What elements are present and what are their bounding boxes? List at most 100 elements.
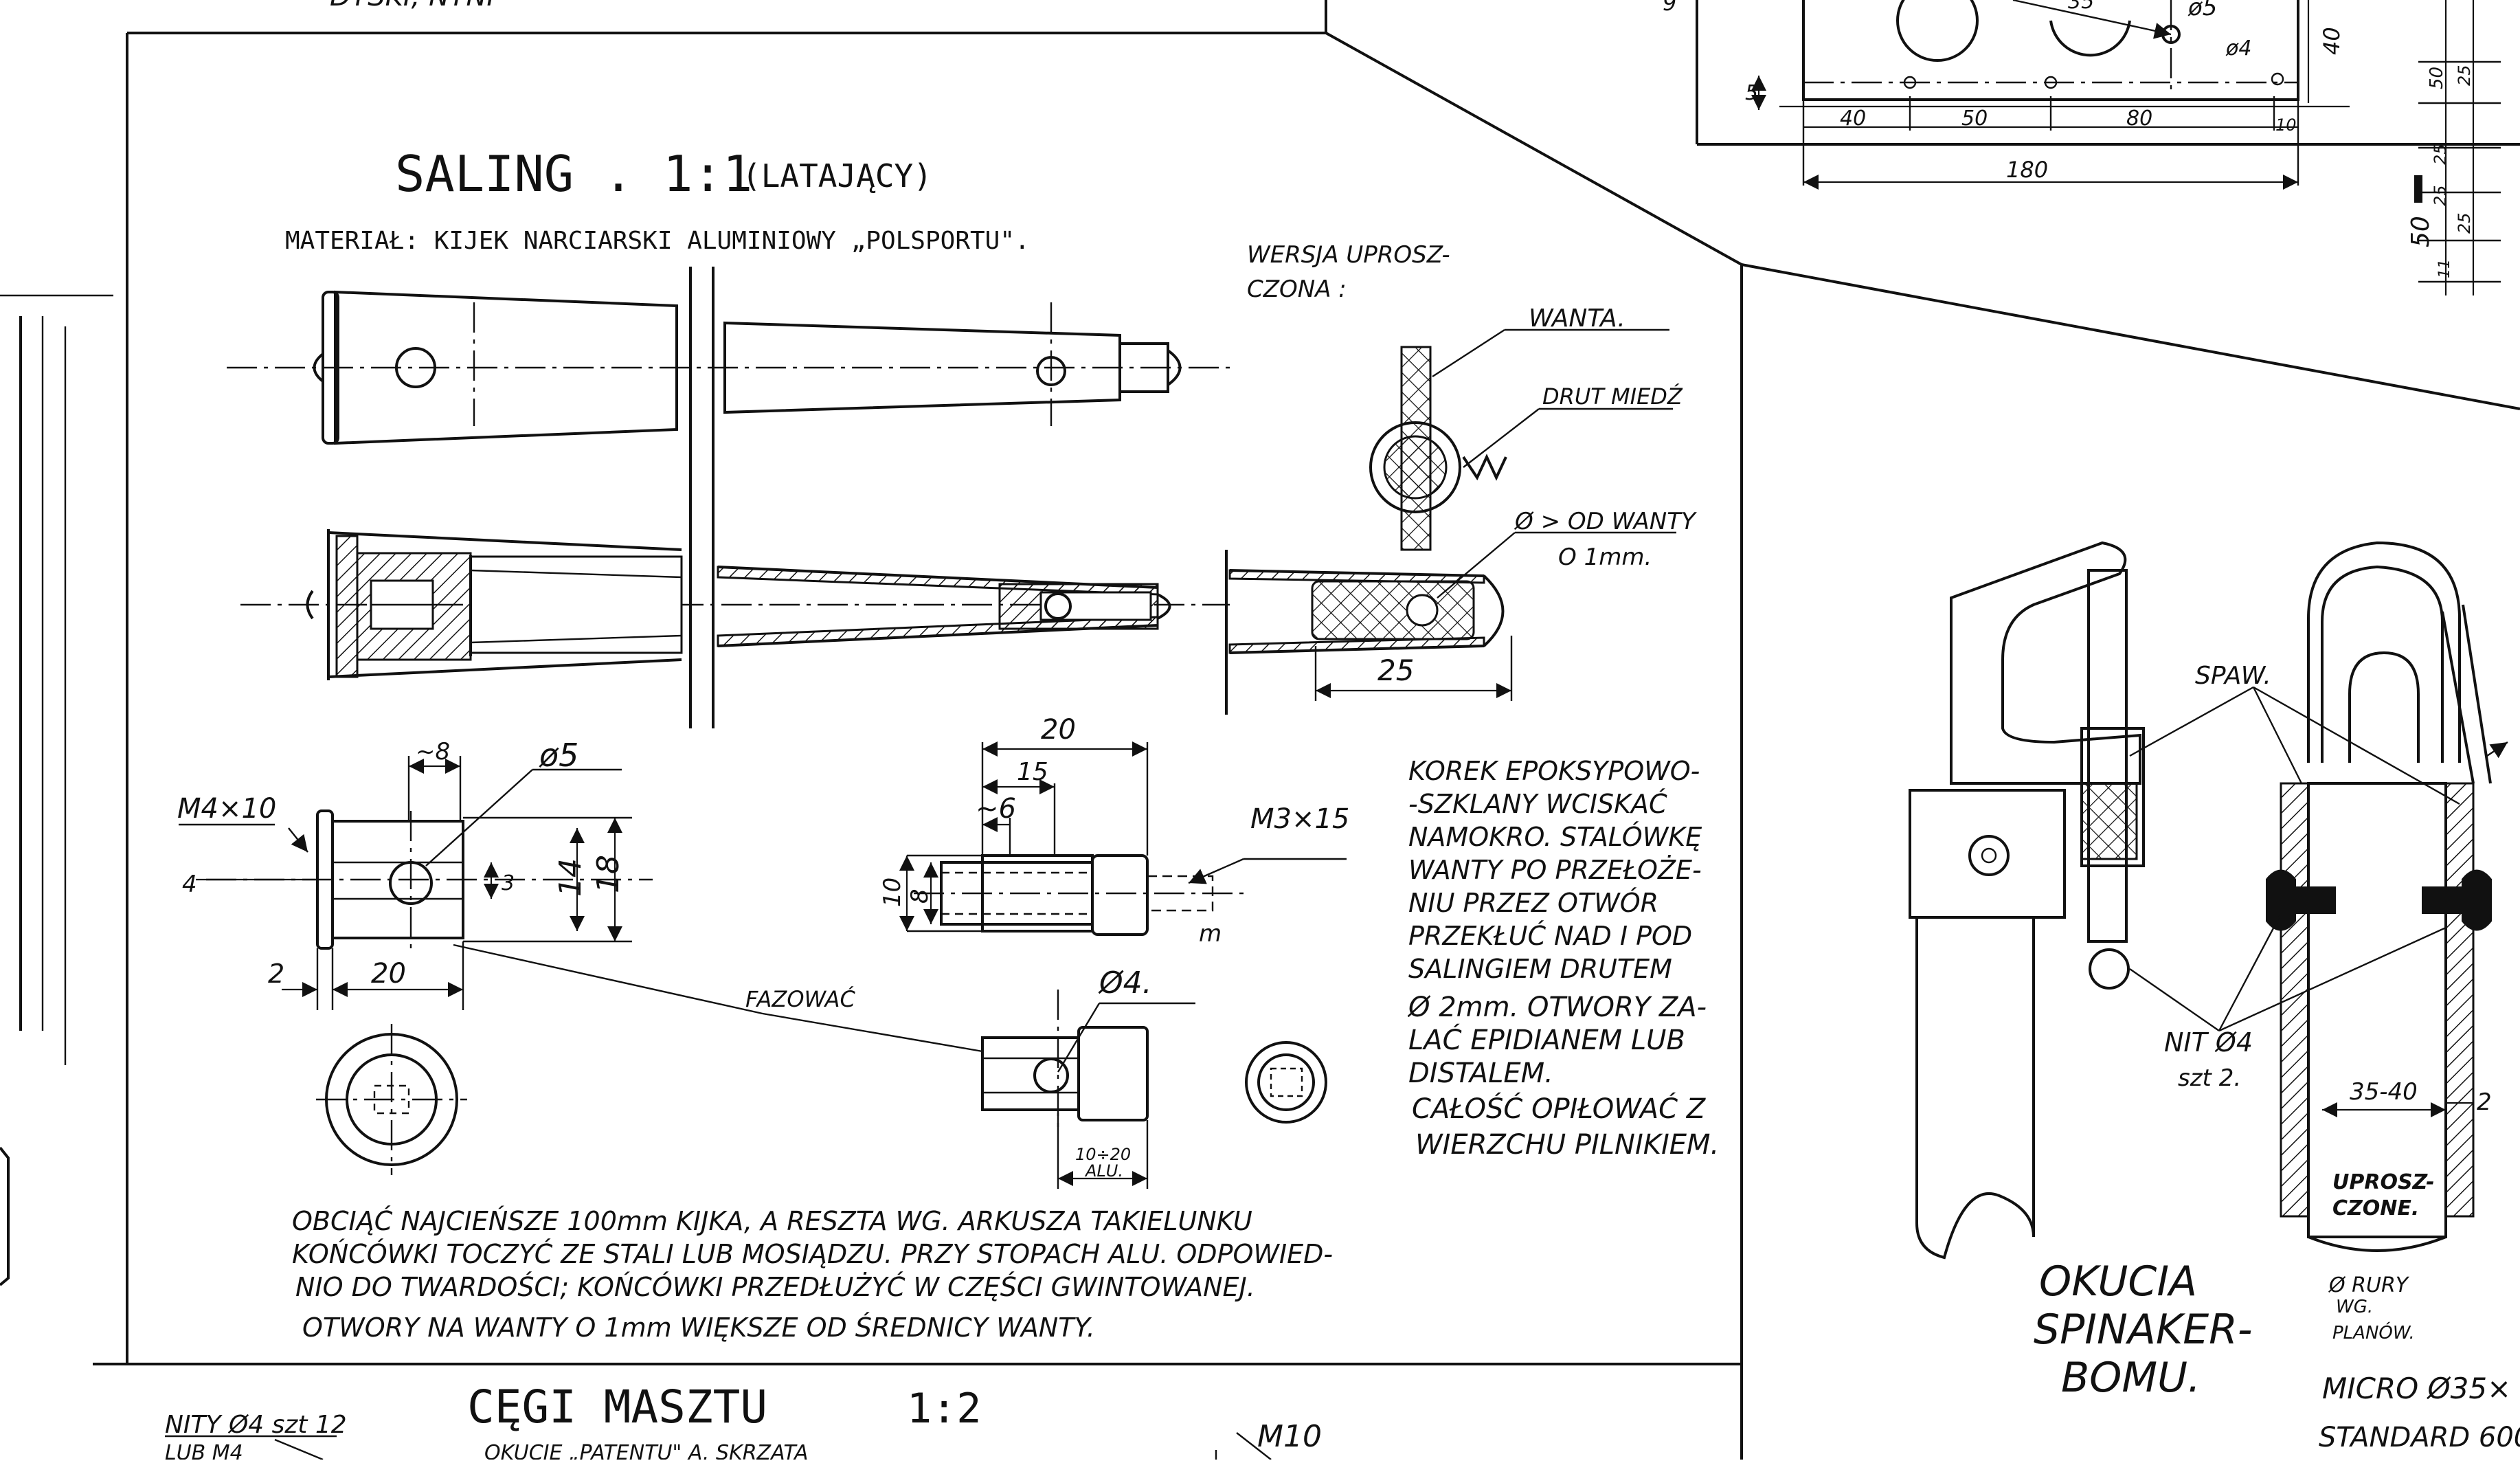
tube-end-detail (179, 756, 983, 1175)
dim-8: ~8 (416, 738, 450, 766)
side-dim-25a: 25 (2431, 144, 2450, 165)
cegi-okucie: OKUCIE „PATENTU" A. SKRZATA (484, 1441, 809, 1460)
note-line: PRZEKŁUĆ NAD I POD (1408, 921, 1692, 951)
m4x10-label: M4×10 (177, 793, 276, 825)
rury-label-line2: WG. (2336, 1297, 2373, 1317)
plug-dim-m: m (1199, 920, 1222, 948)
version-label-line2: CZONA : (1247, 276, 1347, 303)
plug-dim-15: 15 (1017, 758, 1048, 786)
spinaker-title-line1: OKUCIA (2039, 1258, 2197, 1306)
dim-3: 3 (502, 871, 515, 895)
note-line: DISTALEM. (1408, 1058, 1553, 1089)
plate-dim-180: 180 (2006, 157, 2048, 183)
m3x15-label: M3×15 (1250, 803, 1349, 835)
epoxy-note: KOREK EPOKSYPOWO- -SZKLANY WCISKAĆ NAMOK… (1407, 756, 1719, 1161)
spinaker-title-line2: SPINAKER- (2034, 1306, 2253, 1354)
alu-label-line2: ALU. (1084, 1161, 1123, 1181)
plate-dim-40: 40 (1840, 107, 1866, 131)
spinaker-hook-side (1909, 541, 2145, 1260)
side-dim-25b: 25 (2431, 185, 2450, 206)
nit-label-line1: NIT Ø4 (2164, 1027, 2253, 1058)
dim-20: 20 (371, 958, 406, 990)
alu-label-line1: 10÷20 (1075, 1145, 1131, 1164)
side-dim-50a: 50 (2427, 67, 2447, 89)
odwanty-label-line2: O 1mm. (1558, 544, 1652, 571)
bottom-note-line: OTWORY NA WANTY O 1mm WIĘKSZE OD ŚREDNIC… (302, 1313, 1095, 1343)
note-line: WANTY PO PRZEŁOŻE- (1408, 855, 1702, 885)
dim-25: 25 (1377, 654, 1414, 687)
saling-section-view (240, 529, 1230, 680)
note-line: Ø 2mm. OTWORY ZA- (1407, 992, 1707, 1023)
plug-detail (899, 741, 1347, 1189)
saling-title: SALING . 1:1 (395, 145, 752, 203)
odwanty-label-line1: Ø > OD WANTY (1514, 508, 1697, 535)
simplified-wanta-detail (1369, 328, 1673, 551)
dim-14: 14 (553, 858, 588, 897)
plug-dim-20: 20 (1041, 714, 1076, 746)
dim-4: 4 (182, 871, 197, 898)
spinaker-shackle (2129, 541, 2508, 1252)
note-line: CAŁOŚĆ OPIŁOWAĆ Z (1412, 1092, 1707, 1125)
simplified-end-section (1225, 531, 1676, 715)
plate-dim-35: 35 (2068, 0, 2094, 14)
version-label-line1: WERSJA UPROSZ- (1247, 241, 1450, 269)
bottom-note-line: KOŃCÓWKI TOCZYĆ ZE STALI LUB MOSIĄDZU. P… (292, 1239, 1333, 1269)
dim-2: 2 (268, 959, 284, 989)
saling-material: MATERIAŁ: KIJEK NARCIARSKI ALUMINIOWY „P… (285, 227, 1030, 255)
nity-label-line1: NITY Ø4 szt 12 (165, 1411, 347, 1439)
plug-dim-phi4: Ø4. (1098, 965, 1152, 1001)
plate-dim-50: 50 (1961, 107, 1988, 131)
bottom-note-line: NIO DO TWARDOŚCI; KOŃCÓWKI PRZEDŁUŻYĆ W … (295, 1272, 1255, 1302)
saling-subtitle: (LATAJĄCY) (742, 157, 932, 194)
plate-dim-80: 80 (2126, 107, 2152, 131)
micro-label: MICRO Ø35× (2322, 1372, 2511, 1405)
cegi-m10: M10 (1257, 1419, 1322, 1454)
fazowac-label: FAZOWAĆ (745, 985, 855, 1012)
wanta-label: WANTA. (1529, 304, 1625, 333)
note-line: -SZKLANY WCISKAĆ (1408, 789, 1667, 819)
note-line: KOREK EPOKSYPOWO- (1408, 756, 1700, 786)
saling-top-view (227, 267, 1230, 728)
plate-dim-10: 10 (2275, 115, 2297, 135)
plug-dim-10: 10 (879, 878, 906, 907)
spinaker-dim-35-40: 35-40 (2350, 1078, 2418, 1106)
side-dim-50b: 50 (2407, 216, 2435, 247)
dim-18: 18 (591, 855, 626, 893)
cegi-scale: 1:2 (907, 1385, 981, 1433)
bottom-note-line: OBCIĄĆ NAJCIEŃSZE 100mm KIJKA, A RESZTA … (292, 1206, 1252, 1236)
spaw-label: SPAW. (2195, 662, 2271, 690)
note-line: WIERZCHU PILNIKIEM. (1415, 1129, 1719, 1161)
note-line: NIU PRZEZ OTWÓR (1408, 888, 1658, 918)
plate-dim-40v: 40 (2319, 27, 2345, 55)
nit-label-line2: szt 2. (2178, 1064, 2241, 1092)
nity-label-line2: LUB M4 (165, 1441, 243, 1460)
spinaker-title-line3: BOMU. (2061, 1354, 2201, 1402)
plate-dim-phi4: ø4 (2225, 36, 2251, 60)
rury-label-line3: PLANÓW. (2332, 1321, 2415, 1343)
side-dim-25d: 25 (2455, 212, 2474, 234)
rivet-left (2266, 869, 2336, 931)
uprosz-label-line1: UPROSZ- (2332, 1170, 2435, 1194)
rivet-right (2422, 869, 2492, 931)
cegi-title: CĘGI MASZTU (467, 1381, 767, 1433)
rury-label-line1: Ø RURY (2328, 1273, 2410, 1297)
note-line: LAĆ EPIDIANEM LUB (1408, 1023, 1685, 1056)
plate-dim-5v: 5 (1745, 81, 1758, 105)
note-line: NAMOKRO. STALÓWKĘ (1408, 822, 1702, 852)
side-dim-9: 9 (1663, 0, 1676, 16)
spinaker-dim-2: 2 (2477, 1088, 2492, 1116)
side-dim-11: 11 (2436, 259, 2453, 278)
dim-phi5: ø5 (539, 737, 578, 774)
plate-detail (1751, 0, 2501, 295)
plug-dim-8: 8 (906, 889, 934, 904)
header-fragment: DYSKI, NTNI (330, 0, 495, 12)
uprosz-label-line2: CZONE. (2332, 1196, 2419, 1220)
saling-bottom-note: OBCIĄĆ NAJCIEŃSZE 100mm KIJKA, A RESZTA … (292, 1206, 1333, 1343)
note-line: SALINGIEM DRUTEM (1408, 954, 1672, 984)
standard-label: STANDARD 600 (2319, 1422, 2520, 1453)
plug-dim-6: ~6 (976, 793, 1016, 825)
plate-dim-phi5: ø5 (2187, 0, 2217, 21)
